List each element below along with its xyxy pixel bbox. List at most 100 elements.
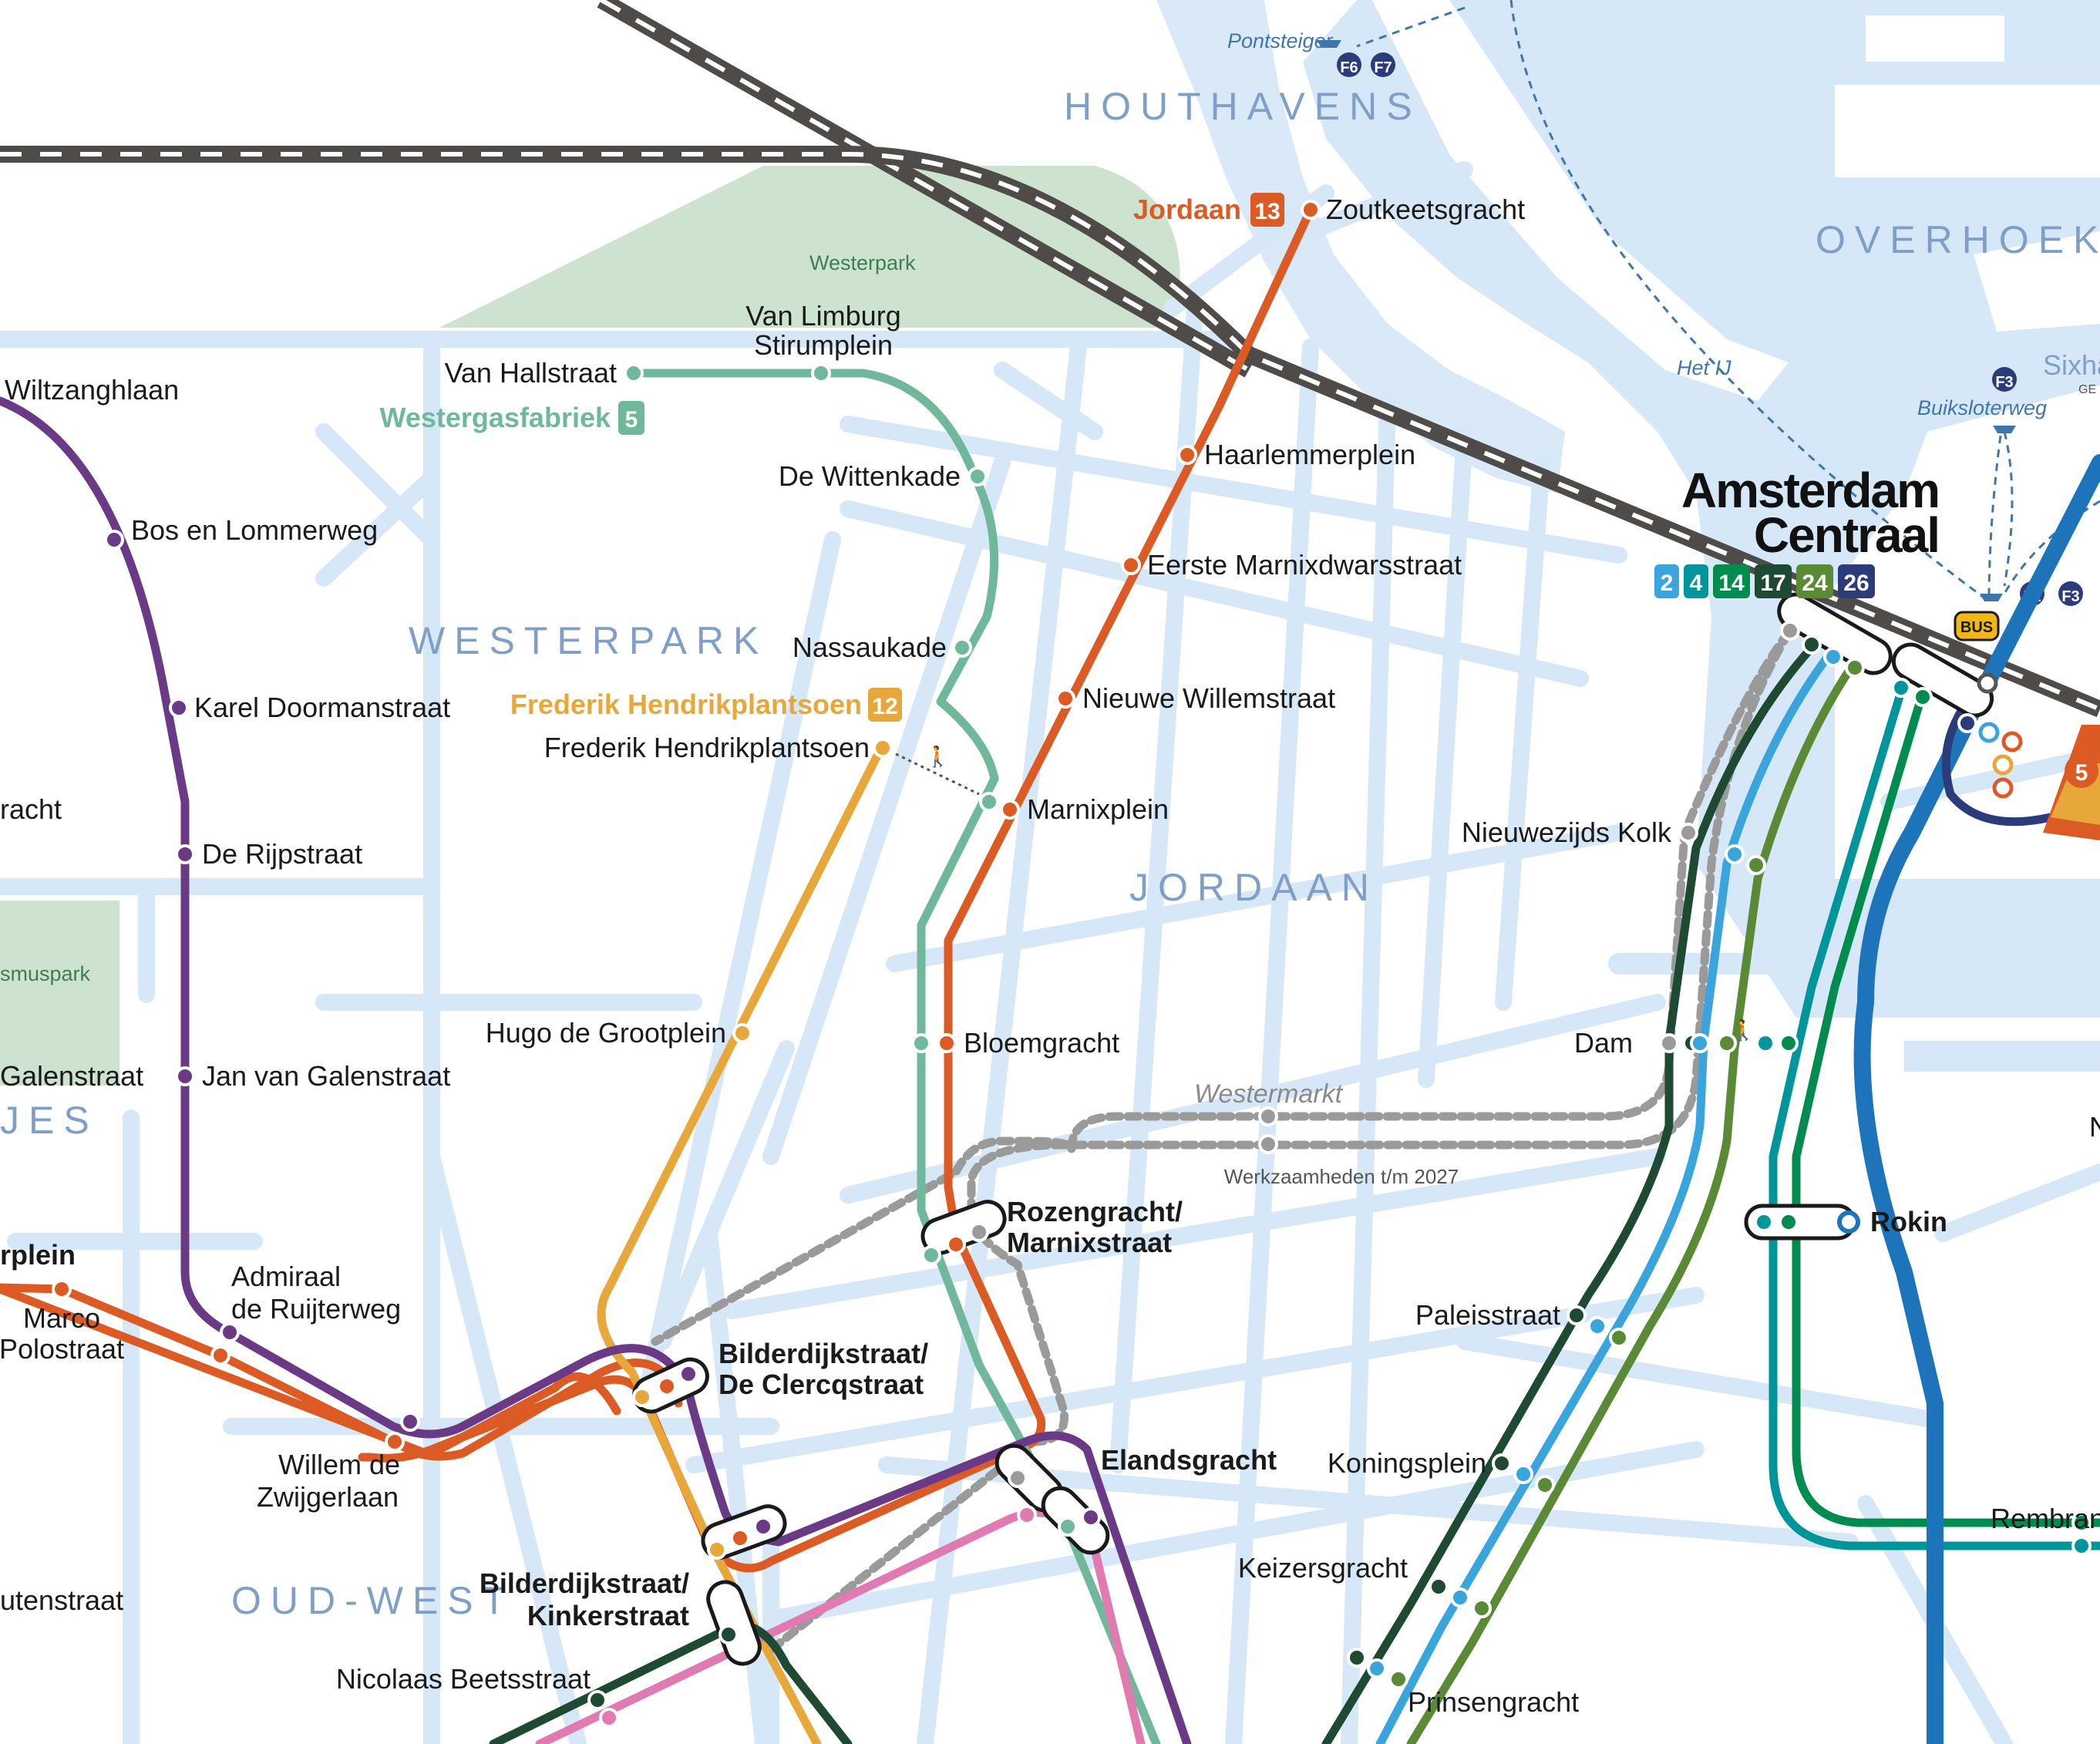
stop-dot-willem-zwijger-orange[interactable] [210, 1345, 231, 1365]
metro-5-badge[interactable] [2065, 754, 2098, 788]
stop-dot-van-hallstraat[interactable] [624, 363, 644, 383]
stop-dot-rozengracht-teal[interactable] [921, 1245, 941, 1265]
stop-dot-paleis-17[interactable] [1567, 1305, 1587, 1325]
stop-dot-bloemgracht[interactable] [937, 1033, 957, 1053]
terminus-fh-plantsoen-badge[interactable] [868, 688, 902, 722]
pill-centraal-mid[interactable] [1887, 638, 1997, 722]
label-willem-1: Willem de [278, 1449, 400, 1480]
terminus-westergasfabriek-badge[interactable] [618, 401, 644, 435]
stop-dot-de-wittenkade[interactable] [968, 466, 988, 487]
stop-dot-keizers-2[interactable] [1450, 1587, 1470, 1608]
stop-dot-admiraal[interactable] [220, 1322, 240, 1342]
stop-dot-dam-14[interactable] [1779, 1033, 1799, 1053]
stop-dot-centraal-24[interactable] [1845, 658, 1865, 678]
hub-badge-2[interactable] [1654, 564, 1679, 598]
stop-dot-fh-plantsoen[interactable] [873, 738, 893, 758]
stop-dot-rozengracht-grey[interactable] [969, 1222, 989, 1242]
stop-dot-bild-kk-orange[interactable] [730, 1528, 750, 1548]
hub-badge-4[interactable] [1684, 564, 1708, 598]
stop-dot-centraal-metro-c[interactable] [1992, 754, 2014, 776]
stop-dot-marco-polo[interactable] [52, 1279, 72, 1299]
stop-dot-centraal-bus[interactable] [1977, 672, 1998, 694]
stop-dot-paleis-2[interactable] [1587, 1316, 1607, 1336]
hub-badge-26[interactable] [1838, 564, 1875, 598]
stop-dot-bild-kk-green[interactable] [719, 1624, 739, 1645]
stop-dot-rokin-4[interactable] [1754, 1212, 1774, 1232]
stop-dot-dam-4[interactable] [1755, 1033, 1775, 1053]
stop-dot-dam-2[interactable] [1690, 1033, 1710, 1053]
label-karel: Karel Doormanstraat [194, 692, 450, 723]
stop-dot-eerste-marnix[interactable] [1121, 555, 1141, 575]
stop-dot-centraal-metro-d[interactable] [1992, 777, 2014, 799]
stop-dot-zoutkeetsgracht[interactable] [1301, 200, 1321, 220]
stop-dot-elands-teal[interactable] [1058, 1517, 1078, 1537]
stop-dot-prinsen-17[interactable] [1347, 1648, 1367, 1668]
stop-dot-dam-24[interactable] [1717, 1033, 1737, 1053]
stop-dot-marnixplein-teal[interactable] [979, 792, 999, 812]
district-oud-west: OUD-WEST [231, 1579, 515, 1622]
stop-dot-centraal-26[interactable] [1957, 713, 1977, 733]
ferry-f6-badge[interactable] [1337, 52, 1361, 77]
stop-dot-centraal-14[interactable] [1913, 687, 1933, 707]
hub-badge-24[interactable] [1796, 564, 1833, 598]
pill-centraal-west[interactable] [1773, 588, 1897, 679]
stop-dot-willem-zwijger[interactable] [385, 1432, 405, 1452]
stop-dot-rokin-14[interactable] [1779, 1212, 1799, 1232]
stop-dot-nicolaas[interactable] [587, 1690, 607, 1710]
stop-dot-westermarkt-n[interactable] [1258, 1106, 1278, 1126]
hub-badge-17[interactable] [1755, 564, 1792, 598]
stop-dot-centraal-metro-a[interactable] [1978, 722, 2000, 743]
stop-dot-jan-galen[interactable] [175, 1066, 195, 1086]
stop-dot-keizers-24[interactable] [1472, 1598, 1492, 1618]
stop-dot-bloemgracht-teal[interactable] [911, 1033, 931, 1053]
stop-dot-nieuwezijds-grey[interactable] [1678, 823, 1698, 843]
stop-dot-nassaukade[interactable] [952, 638, 972, 658]
stop-dot-rozengracht-orange[interactable] [946, 1234, 966, 1254]
stop-dot-prinsen-2[interactable] [1367, 1658, 1387, 1678]
stop-dot-paleis-24[interactable] [1609, 1328, 1629, 1348]
stop-dot-bild-kk-yellow[interactable] [707, 1540, 727, 1560]
stop-dot-bild-dc-purple[interactable] [678, 1364, 698, 1384]
stop-dot-bild-dc-yellow[interactable] [632, 1387, 652, 1407]
stop-dot-centraal-2[interactable] [1823, 647, 1843, 667]
pill-rozengracht[interactable] [918, 1197, 1009, 1258]
stop-dot-konings-2[interactable] [1513, 1464, 1533, 1484]
stop-dot-rembrandt-4[interactable] [2071, 1536, 2092, 1556]
hub-bus-badge[interactable] [1954, 611, 2000, 641]
stop-dot-dam-grey[interactable] [1659, 1033, 1679, 1053]
hub-badge-14[interactable] [1713, 564, 1750, 598]
stop-dot-karel[interactable] [169, 698, 189, 718]
stop-dot-rijp[interactable] [175, 844, 195, 864]
stop-dot-centraal-grey[interactable] [1780, 621, 1800, 641]
stop-dot-nieuwezijds-2[interactable] [1725, 844, 1745, 864]
stop-dot-centraal-metro-b[interactable] [2001, 731, 2023, 752]
stop-dot-bos-lommer[interactable] [104, 530, 124, 550]
pill-bilderdijk-kk-b[interactable] [704, 1577, 765, 1668]
stop-dot-haarlemmerplein[interactable] [1177, 445, 1197, 465]
stop-dot-van-limburg[interactable] [811, 363, 831, 383]
stop-dot-prinsen-24[interactable] [1388, 1669, 1408, 1689]
stop-dot-hugo[interactable] [732, 1023, 752, 1043]
stop-dot-nieuwe-willem[interactable] [1055, 689, 1075, 709]
stop-dot-nieuwezijds-24[interactable] [1746, 855, 1766, 875]
stop-dot-elands-grey[interactable] [1008, 1468, 1028, 1488]
stop-dot-keizers-17[interactable] [1429, 1577, 1449, 1597]
stop-dot-nicolaas-pink[interactable] [599, 1708, 619, 1728]
stop-dot-willem-purple[interactable] [400, 1412, 420, 1432]
stop-dot-elands-purple[interactable] [1081, 1507, 1101, 1527]
stop-dot-elands-pink[interactable] [1017, 1505, 1037, 1525]
stop-dot-bild-dc-orange[interactable] [657, 1376, 677, 1396]
stop-dot-westermarkt-s[interactable] [1258, 1134, 1278, 1154]
stop-dot-marnixplein[interactable] [1000, 800, 1020, 820]
stop-dot-centraal-17[interactable] [1802, 635, 1822, 655]
stop-dot-konings-17[interactable] [1492, 1453, 1512, 1473]
ferry-f7-badge[interactable] [1371, 52, 1395, 77]
stop-dot-rembrandt-14[interactable] [2071, 1513, 2092, 1533]
ferry-f3-badge-centraal[interactable] [2058, 581, 2083, 606]
ferry-f3-badge-north[interactable] [1992, 367, 2017, 392]
stop-dot-konings-24[interactable] [1535, 1475, 1555, 1495]
terminus-jordaan-badge[interactable] [1250, 193, 1284, 227]
stop-dot-bild-kk-purple[interactable] [753, 1517, 773, 1537]
stop-dot-rokin-metro[interactable] [1837, 1210, 1860, 1234]
stop-dot-centraal-4[interactable] [1891, 678, 1911, 698]
